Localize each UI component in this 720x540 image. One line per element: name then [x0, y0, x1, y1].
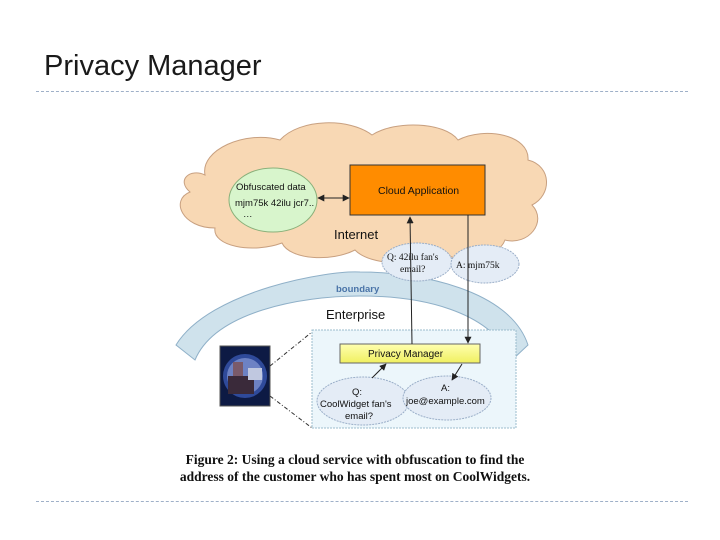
obfuscated-data-bubble — [228, 167, 318, 233]
query-to-pm-arrow — [371, 363, 387, 379]
cloud-query-line2: email? — [400, 265, 425, 275]
enterprise-answer-line1: A: — [441, 383, 450, 394]
obfuscated-data-values: mjm75k 42ilu jcr7.. — [235, 198, 314, 209]
enterprise-query-line2: CoolWidget fan's — [320, 399, 392, 410]
cloud-application-box — [349, 164, 486, 216]
internet-label: Internet — [334, 227, 378, 242]
caption-line2: address of the customer who has spent mo… — [179, 469, 531, 484]
enterprise-answer-bubble — [402, 375, 492, 421]
obfuscated-data-title: Obfuscated data — [236, 182, 306, 193]
cloud-application-label: Cloud Application — [378, 185, 459, 197]
user-link-bottom — [269, 395, 313, 429]
boundary-band — [175, 271, 529, 361]
user-link-top — [269, 331, 313, 367]
enterprise-label: Enterprise — [326, 307, 385, 322]
enterprise-query-line1: Q: — [352, 387, 362, 398]
boundary-label: boundary — [336, 284, 380, 295]
slide-title: Privacy Manager — [44, 50, 262, 82]
caption-line1: Figure 2: Using a cloud service with obf… — [185, 452, 525, 467]
cloud-answer-label: A: mjm75k — [456, 261, 500, 271]
top-divider — [36, 91, 688, 92]
pm-to-answer-arrow — [451, 363, 463, 381]
privacy-manager-label: Privacy Manager — [368, 349, 444, 360]
obfuscated-data-ellipsis: … — [243, 209, 253, 220]
user-avatar — [219, 345, 271, 407]
bottom-divider — [36, 501, 688, 502]
privacy-manager-box — [339, 343, 481, 364]
cloud-query-line1: Q: 42ilu fan's — [387, 252, 439, 263]
figure-caption: Figure 2: Using a cloud service with obf… — [160, 451, 550, 485]
query-up-arrow — [406, 216, 414, 345]
enterprise-query-line3: email? — [345, 411, 373, 422]
enterprise-answer-line2: joe@example.com — [405, 396, 485, 407]
